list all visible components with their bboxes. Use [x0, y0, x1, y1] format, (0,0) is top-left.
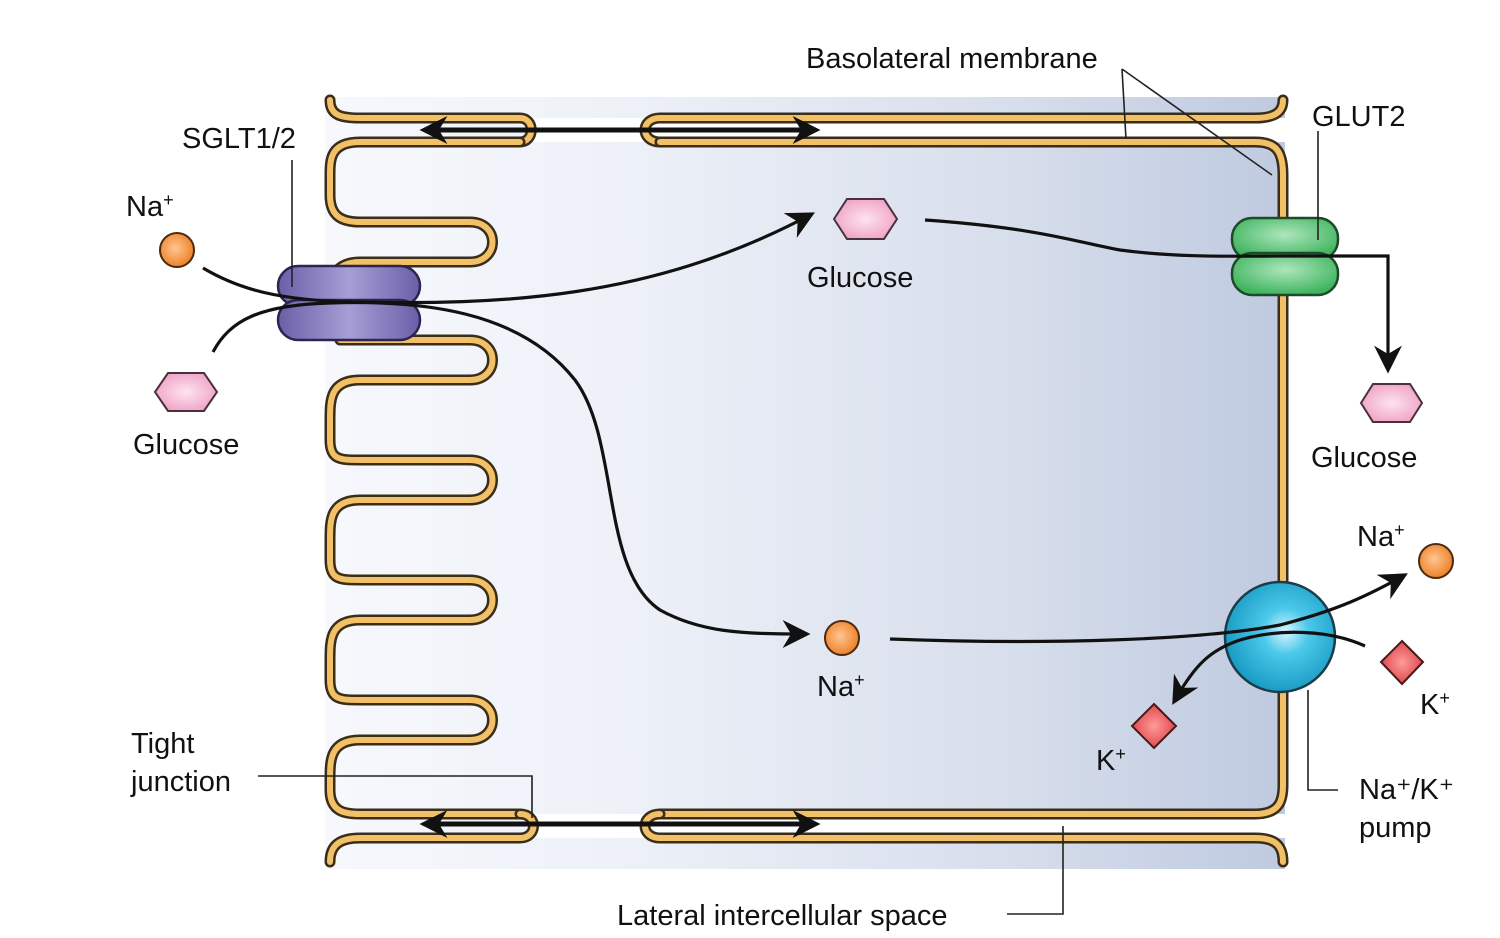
tight-junction-label-line2: junction [130, 766, 231, 798]
cell-cytoplasm [325, 97, 1285, 869]
glucose-lumen-label: Glucose [133, 429, 239, 461]
sodium-ion-lumen [159, 232, 195, 268]
transport-arrows [202, 212, 1408, 705]
sodium-ion-cell [824, 620, 860, 656]
potassium-ion-blood [1379, 639, 1425, 686]
glucose-lumen [153, 372, 219, 412]
glucose-cell-label: Glucose [807, 262, 913, 294]
potassium-cell-label: K+ [1096, 744, 1126, 777]
sglt-transporter[interactable] [276, 264, 422, 342]
sodium-blood-label: Na+ [1357, 520, 1405, 553]
sodium-ion-blood [1418, 543, 1454, 579]
leader-lines [258, 68, 1338, 915]
pump-label-line2: pump [1359, 812, 1432, 844]
potassium-ion-cell [1130, 702, 1178, 750]
na-k-pump[interactable] [1223, 580, 1337, 694]
glucose-blood [1359, 383, 1424, 423]
basolateral-membrane-label: Basolateral membrane [806, 43, 1098, 75]
sglt-label: SGLT1/2 [182, 123, 296, 155]
glut2-transporter[interactable] [1230, 216, 1340, 297]
sodium-cell-label: Na+ [817, 670, 865, 703]
tight-junction-label-line1: Tight [131, 728, 194, 760]
potassium-blood-label: K+ [1420, 688, 1450, 721]
sodium-lumen-label: Na+ [126, 190, 174, 223]
pump-label-line1: Na⁺/K⁺ [1359, 774, 1454, 806]
lateral-space-label: Lateral intercellular space [617, 900, 947, 932]
glut2-label: GLUT2 [1312, 101, 1405, 133]
glucose-cell [832, 198, 899, 240]
glucose-blood-label: Glucose [1311, 442, 1417, 474]
